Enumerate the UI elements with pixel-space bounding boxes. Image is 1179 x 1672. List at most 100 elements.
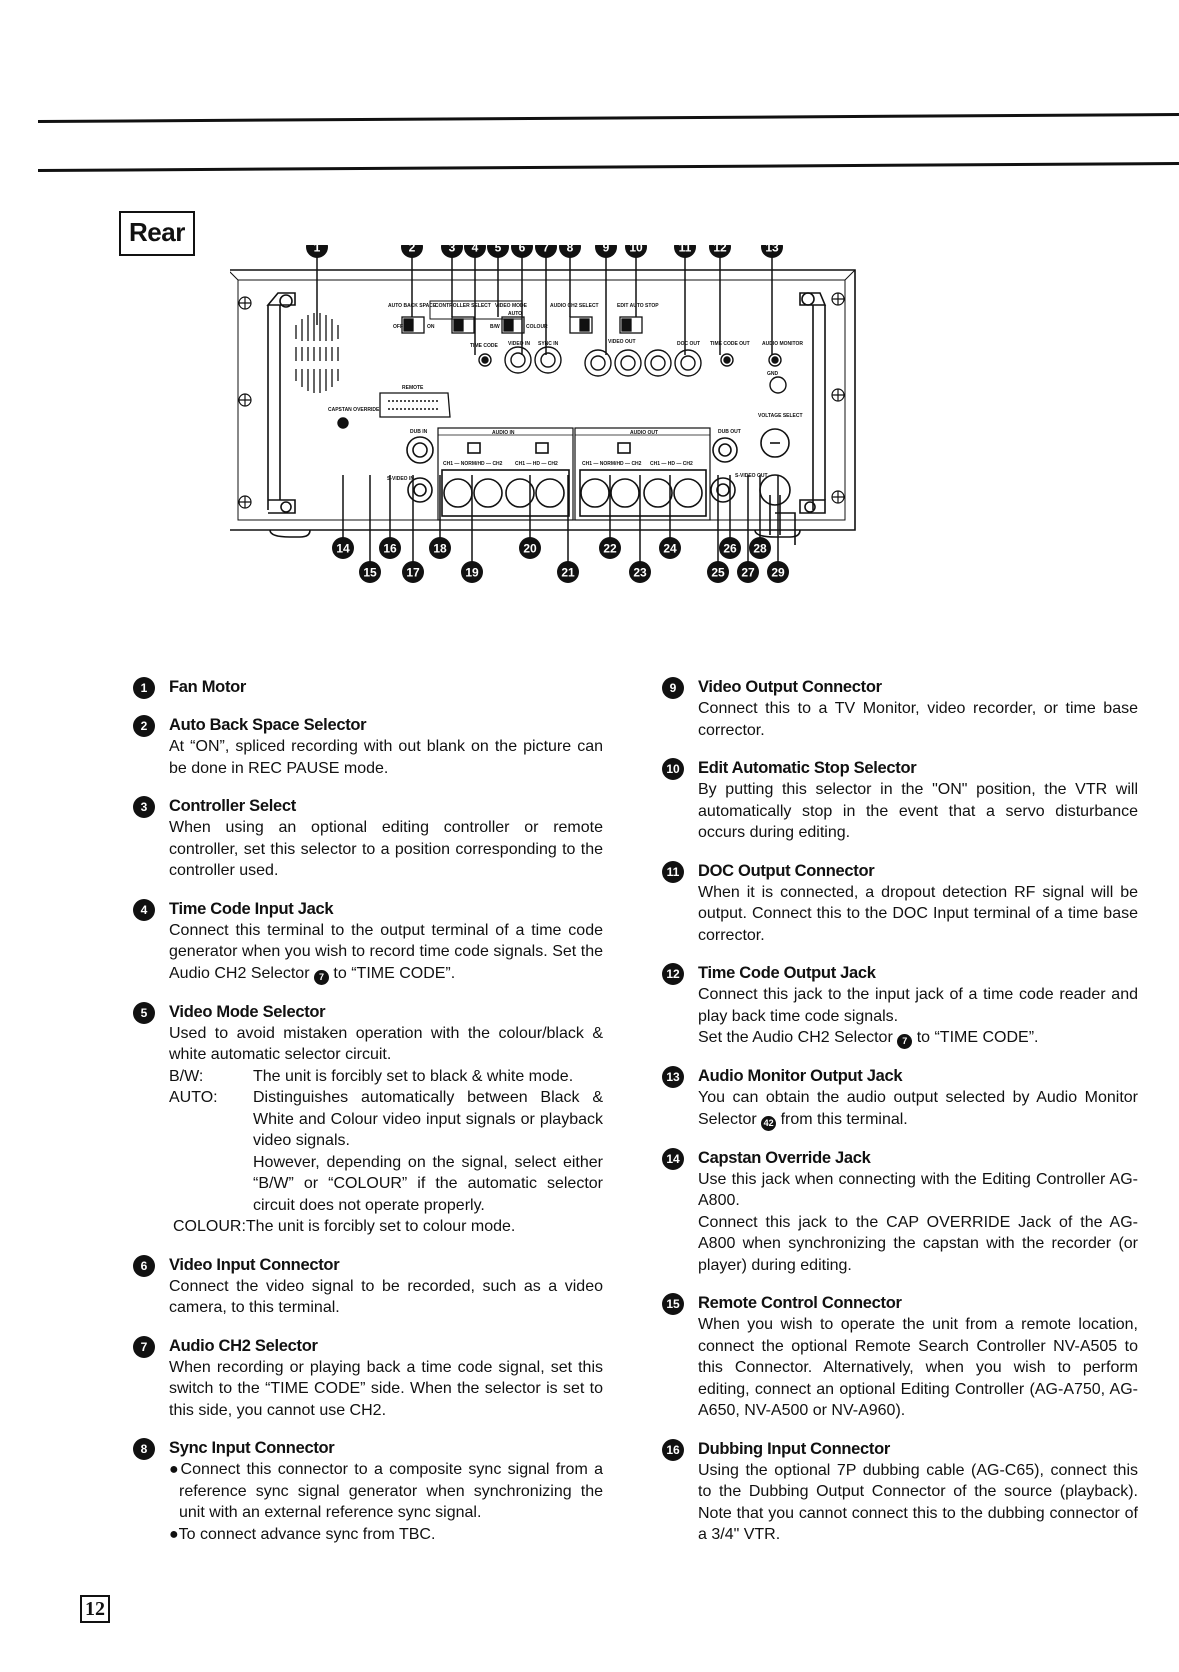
callout-number: 22 [603, 542, 617, 556]
item-body: At “ON”, spliced recording with out blan… [169, 736, 603, 779]
callout-badge [719, 537, 741, 559]
item-paragraph: By putting this selector in the "ON" pos… [698, 781, 1138, 841]
item-body: When you wish to operate the unit from a… [698, 1314, 1138, 1422]
callout-number: 18 [433, 542, 447, 556]
callout-badge [557, 561, 579, 583]
callout-badge [535, 245, 557, 258]
list-item: 2 Auto Back Space Selector At “ON”, splice… [133, 714, 603, 779]
callout-number: 9 [603, 245, 610, 255]
item-number-badge: 6 [133, 1254, 155, 1277]
item-body: You can obtain the audio output selected… [698, 1087, 1138, 1131]
definition-row: COLOUR:The unit is forcibly set to colou… [169, 1216, 603, 1238]
callout-number: 4 [472, 245, 479, 255]
item-body: Connect the video signal to be recorded,… [169, 1276, 603, 1319]
callout-number: 21 [561, 566, 575, 580]
callout-badge [674, 245, 696, 258]
label-doc-out: DOC OUT [677, 341, 700, 347]
callout-number: 25 [711, 566, 725, 580]
item-paragraph: Connect the video signal to be recorded,… [169, 1277, 603, 1317]
label-svideo-out: S-VIDEO OUT [735, 473, 768, 479]
definition-desc: The unit is forcibly set to black & whit… [253, 1067, 574, 1085]
definition-term: B/W: [169, 1067, 204, 1085]
item-title: Edit Automatic Stop Selector [698, 759, 917, 777]
bullet-paragraph: ●To connect advance sync from TBC. [169, 1525, 436, 1543]
callout-number: 3 [449, 245, 456, 255]
item-number-badge: 2 [133, 715, 155, 737]
item-paragraph: At “ON”, spliced recording with out blan… [169, 738, 603, 777]
callout-badge [709, 245, 731, 258]
label-video-mode: VIDEO MODE [495, 303, 528, 309]
definition-row: However, depending on the signal, select… [169, 1152, 603, 1217]
callout-badge [595, 245, 617, 258]
bullet-text: To connect advance sync from TBC. [178, 1525, 436, 1543]
callout-badge [629, 561, 651, 583]
definition-term: AUTO: [169, 1089, 218, 1106]
callout-number: 23 [633, 566, 647, 580]
label-gnd: GND [767, 371, 779, 377]
item-body: Used to avoid mistaken operation with th… [169, 1023, 603, 1238]
item-body: Connect this terminal to the output term… [169, 920, 603, 985]
label-bw: B/W [490, 324, 500, 330]
label-video-out: VIDEO OUT [608, 339, 636, 345]
item-number-badge: 11 [662, 860, 684, 883]
reference-badge: 7 [313, 969, 329, 985]
item-title: Capstan Override Jack [698, 1148, 871, 1167]
label-time-code: TIME CODE [470, 343, 498, 349]
label-sync-in: SYNC IN [538, 341, 559, 347]
item-paragraph: When recording or playing back a time co… [169, 1358, 603, 1419]
item-paragraph: Connect this terminal to the output term… [169, 920, 603, 985]
label-ch-norm-out: CH1 — NORM/HD — CH2 [582, 461, 642, 467]
fan-grille [295, 313, 339, 393]
item-text: to “TIME CODE”. [916, 1029, 1039, 1046]
callout-badge [402, 561, 424, 583]
callout-number: 26 [723, 542, 737, 556]
definition-desc: Distinguishes automatically between Blac… [253, 1089, 603, 1149]
label-edit-auto-stop: EDIT AUTO STOP [617, 303, 659, 309]
item-number-badge: 8 [133, 1438, 155, 1460]
definition-term [169, 1152, 253, 1217]
chassis-outline [230, 269, 856, 531]
reference-badge: 7 [897, 1034, 913, 1049]
item-number-badge: 9 [662, 677, 684, 699]
item-title: Audio CH2 Selector [169, 1336, 318, 1355]
item-paragraph: Connect this jack to the input jack of a… [698, 986, 1138, 1025]
item-number-badge: 7 [133, 1335, 155, 1358]
audio-in-panel [437, 427, 574, 521]
remote-connector [379, 392, 451, 418]
label-capstan-override: CAPSTAN OVERRIDE [328, 407, 380, 413]
label-off: OFF [393, 324, 403, 330]
callout-badge [379, 537, 401, 559]
label-controller-select: CONTROLLER SELECT [435, 303, 491, 309]
callout-number: 20 [523, 542, 537, 556]
item-number-badge: 4 [133, 898, 155, 921]
item-paragraph: When it is connected, a dropout detectio… [698, 883, 1138, 944]
item-number-badge: 14 [662, 1147, 684, 1170]
label-dub-in: DUB IN [410, 429, 428, 435]
item-number-badge: 12 [662, 963, 684, 985]
callout-badge [511, 245, 533, 258]
item-text: You can obtain the audio output selected… [698, 1089, 1138, 1128]
callout-number: 7 [543, 245, 550, 255]
page-number: 12 [80, 1595, 110, 1623]
item-paragraph: Connect this jack to the CAP OVERRIDE Ja… [698, 1213, 1138, 1274]
item-body: By putting this selector in the "ON" pos… [698, 779, 1138, 844]
item-paragraph: When you wish to operate the unit from a… [698, 1316, 1138, 1419]
item-paragraph: Connect this to a TV Monitor, video reco… [698, 700, 1138, 739]
item-title: Auto Back Space Selector [169, 716, 367, 734]
callout-number: 28 [753, 542, 767, 556]
item-number-badge: 15 [662, 1293, 684, 1315]
definition-row: B/W: The unit is forcibly set to black & … [169, 1066, 603, 1088]
item-body: Connect this jack to the input jack of a… [698, 984, 1138, 1049]
label-time-code-out: TIME CODE OUT [710, 341, 750, 347]
label-svideo-in: S-VIDEO IN [387, 476, 414, 482]
item-paragraph: Used to avoid mistaken operation with th… [169, 1024, 603, 1064]
